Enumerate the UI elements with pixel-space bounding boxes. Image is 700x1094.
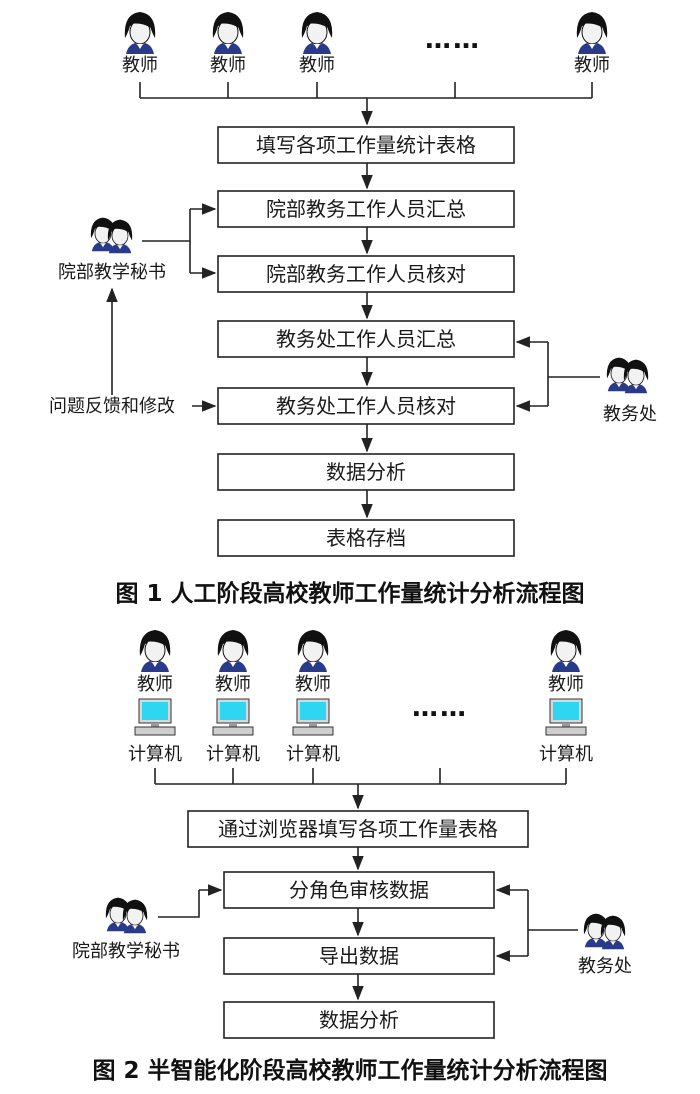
figure-1: 教师 教师 教师 教师 …… 填写各项工作量统计表格 院部教务工作人员汇总 院部…: [49, 11, 657, 607]
computer-icon: [212, 698, 254, 736]
secretary-connector: [158, 890, 200, 918]
computer-icon: [134, 698, 176, 736]
secretary-label: 院部教学秘书: [72, 941, 180, 962]
step-label: 分角色审核数据: [289, 878, 429, 902]
step-box: [223, 871, 495, 909]
computer-label: 计算机: [286, 744, 340, 765]
teacher-icon: [124, 11, 156, 55]
teacher-label: 教师: [299, 55, 335, 76]
computer-label: 计算机: [206, 744, 260, 765]
step-box: [217, 255, 515, 293]
step-box: [217, 126, 515, 164]
teacher-label: 教师: [137, 674, 173, 695]
office-label: 教务处: [578, 956, 632, 977]
office-label: 教务处: [603, 404, 657, 425]
computer-icon: [292, 698, 334, 736]
feedback-label: 问题反馈和修改: [49, 396, 175, 417]
step-box: [217, 453, 515, 491]
teacher-icon: [212, 11, 244, 55]
ellipsis: ……: [412, 693, 468, 723]
teacher-icon: [301, 11, 333, 55]
teacher-icon: [297, 629, 329, 673]
step-label: 导出数据: [319, 944, 399, 968]
computer-icon: [545, 698, 587, 736]
teacher-label: 教师: [574, 55, 610, 76]
teacher-label: 教师: [548, 674, 584, 695]
collector-line: [139, 82, 593, 99]
secretary-icon: [91, 218, 132, 254]
teacher-label: 教师: [122, 55, 158, 76]
figure-caption: 图 1 人工阶段高校教师工作量统计分析流程图: [115, 580, 584, 607]
figure-2: 教师 教师 教师 教师 …… 计算机 计算机 计算机 计算机 通过浏览器填写各项…: [72, 629, 632, 1084]
step-label: 表格存档: [326, 526, 406, 550]
secretary-connector: [142, 209, 191, 273]
office-connector: [527, 890, 578, 956]
step-box: [223, 937, 495, 975]
teacher-icon: [550, 629, 582, 673]
secretary-icon: [106, 898, 147, 934]
collector-line: [154, 768, 567, 785]
step-box: [223, 1001, 495, 1039]
step-label: 数据分析: [319, 1008, 399, 1032]
step-label: 通过浏览器填写各项工作量表格: [218, 817, 498, 841]
teacher-label: 教师: [210, 55, 246, 76]
secretary-label: 院部教学秘书: [58, 262, 166, 283]
step-box: [217, 190, 515, 228]
step-label: 院部教务工作人员汇总: [266, 197, 466, 221]
figure-caption: 图 2 半智能化阶段高校教师工作量统计分析流程图: [92, 1057, 607, 1084]
step-label: 数据分析: [326, 460, 406, 484]
ellipsis: ……: [425, 25, 481, 55]
office-icon: [607, 358, 648, 394]
office-icon: [584, 914, 625, 950]
step-label: 教务处工作人员核对: [276, 394, 456, 418]
teacher-label: 教师: [215, 674, 251, 695]
step-box: [217, 387, 515, 425]
office-connector: [547, 342, 600, 406]
step-label: 填写各项工作量统计表格: [256, 133, 476, 157]
computer-label: 计算机: [128, 744, 182, 765]
computer-label: 计算机: [539, 744, 593, 765]
step-label: 院部教务工作人员核对: [266, 262, 466, 286]
teacher-icon: [217, 629, 249, 673]
step-box: [217, 519, 515, 557]
teacher-icon: [139, 629, 171, 673]
step-box: [217, 320, 515, 358]
step-label: 教务处工作人员汇总: [276, 327, 456, 351]
teacher-label: 教师: [295, 674, 331, 695]
teacher-icon: [576, 11, 608, 55]
